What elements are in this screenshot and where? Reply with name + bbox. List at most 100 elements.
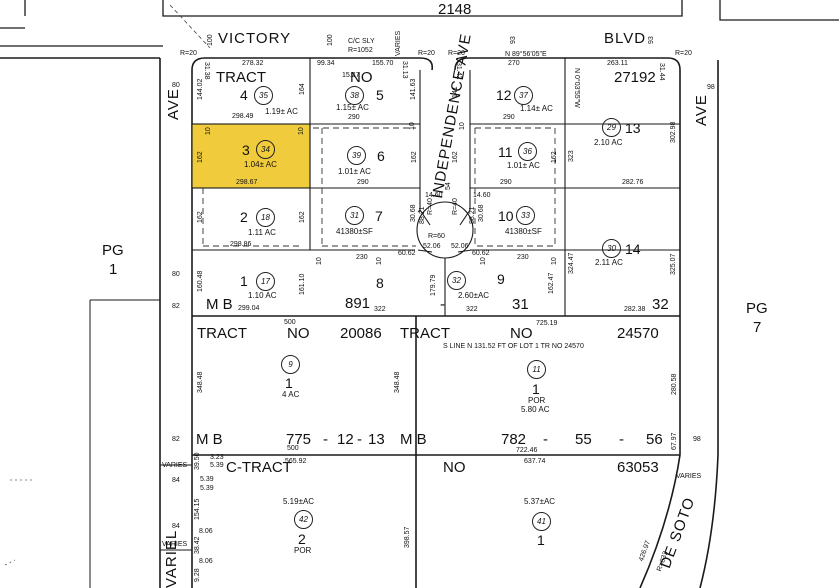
dim-3138: 31.38: [203, 62, 210, 80]
lot-6-number: 6: [377, 148, 385, 164]
street-victory: VICTORY: [218, 30, 292, 47]
lot-1-lower-number: 1: [537, 532, 545, 548]
parcel-11-circle[interactable]: 11: [527, 360, 546, 379]
parcel-31-circle[interactable]: 31: [345, 206, 364, 225]
tract-24570-number: 24570: [617, 325, 659, 342]
mb-891: 891: [345, 295, 371, 312]
lot-5-number: 5: [376, 87, 384, 103]
dim-290c: 290: [357, 179, 369, 186]
parcel-38-circle[interactable]: 38: [345, 86, 364, 105]
dim-162c: 162: [452, 151, 459, 163]
tract-20086-no: NO: [287, 325, 310, 342]
lot-8-number: 8: [376, 275, 384, 291]
dim-14163: 141.63: [410, 78, 417, 100]
dim-3842: 38.42: [194, 536, 201, 554]
lot-7-number: 7: [375, 208, 383, 224]
dim-84a: 84: [172, 477, 180, 484]
mb-775-label: M B: [196, 431, 223, 448]
dim-14402: 144.02: [197, 78, 204, 100]
dashed-lead: [169, 4, 211, 49]
lot-9-number: 9: [497, 271, 505, 287]
dim-10c: 10: [316, 257, 323, 265]
parcel-18-circle[interactable]: 18: [256, 208, 275, 227]
dim-15415: 154.15: [194, 498, 201, 520]
parcel-34-circle[interactable]: 34: [256, 140, 275, 159]
parcel-17-circle[interactable]: 17: [256, 272, 275, 291]
parcel-35-circle[interactable]: 35: [254, 86, 273, 105]
mb-891-322: 322: [374, 306, 386, 313]
dim-93b: 93: [648, 36, 655, 44]
dim-100a: 100: [207, 34, 214, 46]
dim-56592: 565.92: [285, 458, 307, 465]
dim-10f: 10: [459, 122, 466, 130]
pg-left: PG: [102, 242, 124, 259]
lot-4-number: 4: [240, 87, 248, 103]
dim-162f: 162: [299, 211, 306, 223]
dim-141: 141: [452, 86, 459, 98]
parcel-39-circle[interactable]: 39: [347, 146, 366, 165]
tract-24570-lot-1-por: POR: [528, 396, 546, 405]
dim-6797: 67.97: [671, 432, 678, 450]
dim-806b: 8.06: [199, 558, 213, 565]
radius-r20d: R=20: [675, 50, 692, 57]
dim-29849: 298.49: [232, 113, 254, 120]
dim-539b: 5.39: [210, 462, 224, 469]
tract-word: TRACT: [216, 69, 266, 86]
mb-782-number: 782: [501, 431, 527, 448]
dim-323: 323: [568, 150, 575, 162]
dim-72519: 725.19: [536, 320, 558, 327]
dim-98b: 98: [693, 436, 701, 443]
parcel-36-circle[interactable]: 36: [518, 142, 537, 161]
lot-3-area: 1.04± AC: [244, 160, 277, 169]
r1052-label: R=1052: [348, 47, 373, 54]
dim-29867: 298.67: [236, 179, 258, 186]
lot-9-area: 2.60±AC: [458, 291, 490, 300]
lot-12-number: 12: [496, 87, 512, 103]
dim-162e: 162: [197, 211, 204, 223]
parcel-30-circle[interactable]: 30: [602, 239, 621, 258]
dim-323b: 3.23: [210, 454, 224, 461]
dim-162a: 162: [197, 151, 204, 163]
parcel-33-circle[interactable]: 33: [516, 206, 535, 225]
lot-5-area: 1.15± AC: [336, 103, 369, 112]
tract-20086-number: 20086: [340, 325, 382, 342]
dim-28238: 282.38: [624, 306, 646, 313]
dim-290b: 290: [503, 114, 515, 121]
varies-b: VARIES: [162, 541, 188, 548]
dim-230b: 230: [517, 254, 529, 261]
dim-39857: 398.57: [404, 526, 411, 548]
pg-right-num: 7: [753, 319, 762, 336]
highlighted-parcel-34[interactable]: [191, 123, 311, 189]
dim-3113: 31.13: [401, 61, 408, 79]
lot-4-area: 1.19± AC: [265, 107, 298, 116]
lot-2-lower-number: 2: [298, 531, 306, 547]
mb-32: 32: [652, 296, 669, 313]
lot-12-area: 1.14± AC: [520, 104, 553, 113]
varies-a: VARIES: [162, 462, 188, 469]
mb-782-label: M B: [400, 431, 427, 448]
lot-2-lower-por: POR: [294, 546, 312, 555]
pg-right: PG: [746, 300, 768, 317]
parcel-9-circle[interactable]: 9: [281, 355, 300, 374]
radius-r40b: R=40: [452, 198, 459, 215]
parcel-41-circle[interactable]: 41: [532, 512, 551, 531]
dotted-edges: [4, 479, 35, 566]
mb-775-page-end: 13: [368, 431, 385, 448]
parcel-37-circle[interactable]: 37: [514, 86, 533, 105]
parcel-32-circle[interactable]: 32: [447, 271, 466, 290]
parcel-29-circle[interactable]: 29: [602, 118, 621, 137]
dim-16048: 160.48: [197, 270, 204, 292]
radius-r60: R=60: [428, 233, 445, 240]
dim-93a: 93: [510, 36, 517, 44]
dim-1557: 155.70: [372, 60, 394, 67]
radius-r20a: R=20: [180, 50, 197, 57]
dim-3142: 31.42: [455, 62, 462, 80]
mb-782-page: 55: [575, 431, 592, 448]
tract-20086-lot-1-area: 4 AC: [282, 390, 300, 399]
dim-3068a: 30.68: [410, 204, 417, 222]
dim-80a: 80: [172, 82, 180, 89]
dim-10b: 10: [298, 127, 305, 135]
parcel-42-circle[interactable]: 42: [294, 510, 313, 529]
dim-28276: 282.76: [622, 179, 644, 186]
dim-32507: 325.07: [670, 253, 677, 275]
